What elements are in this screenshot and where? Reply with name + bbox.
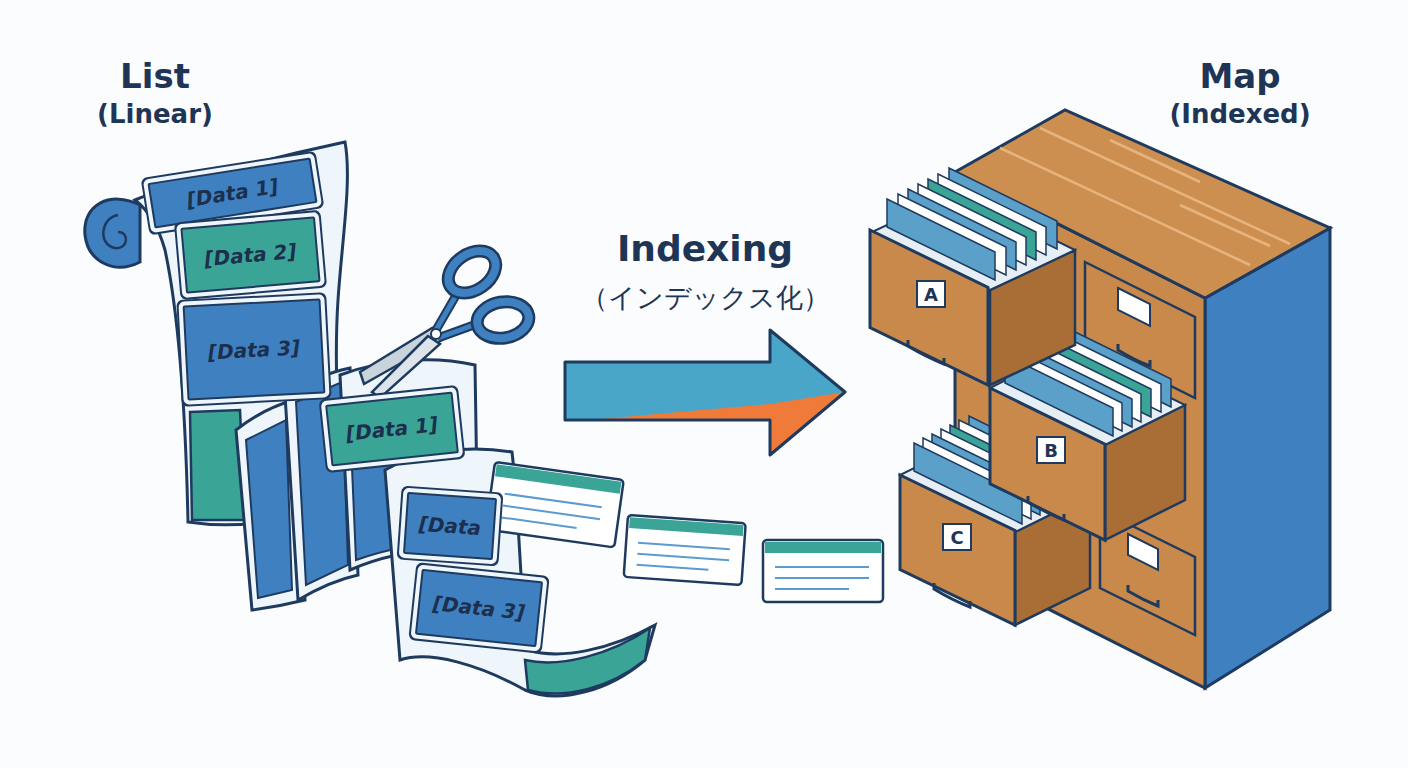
scissors-part	[372, 336, 440, 398]
scissors-part	[440, 242, 503, 301]
drawer-handle	[1028, 496, 1064, 520]
index-cards-part	[763, 540, 883, 602]
drawer-front: B	[990, 388, 1105, 540]
arrow-outline	[565, 330, 845, 455]
cut-strips-part	[525, 628, 650, 693]
drawer-face	[870, 230, 988, 385]
subheading-text: (Linear)	[70, 97, 240, 131]
data-text: [Data 3]	[432, 591, 526, 625]
drawer-handle	[934, 583, 970, 607]
subheading-text: (Indexed)	[1140, 97, 1340, 131]
scissors-part	[474, 298, 531, 342]
scissors	[360, 242, 532, 398]
arrow-body	[565, 330, 845, 455]
cut-strips	[236, 360, 655, 696]
filing-cabinet-part	[1128, 534, 1158, 570]
index-cards-part-part	[629, 517, 743, 536]
scissors-part	[440, 242, 503, 301]
drawer-front: A	[870, 230, 988, 385]
drawer-face	[990, 388, 1105, 540]
data-text: [Data 2]	[203, 239, 297, 271]
filing-cabinet-part	[1118, 288, 1150, 326]
drawer-label: C	[942, 523, 972, 551]
index-cards-part	[486, 462, 624, 547]
index-cards-part-part	[624, 515, 746, 585]
scroll-paper-part	[190, 410, 245, 520]
data-segment: [Data 3]	[183, 298, 326, 400]
filing-cabinet-part	[1205, 228, 1330, 688]
drawer-label: A	[916, 280, 946, 308]
index-cards-part-part	[775, 567, 869, 589]
data-segment: [Data	[403, 492, 497, 560]
index-cards-part-part	[765, 542, 881, 553]
group-heading: List(Linear)	[70, 55, 240, 131]
drawer-handle	[908, 340, 944, 364]
data-text: [Data	[418, 512, 482, 540]
data-segment: [Data 2]	[180, 216, 320, 294]
scissors-part	[431, 329, 441, 339]
filing-cabinet-part	[1128, 585, 1158, 606]
drawer-label: B	[1036, 436, 1066, 464]
index-cards-part	[624, 515, 746, 585]
index-cards-part-part	[763, 540, 883, 602]
scissors-part	[474, 298, 531, 342]
heading-text: List	[70, 55, 240, 97]
index-cards-part-part	[501, 494, 601, 531]
scroll-paper-part	[103, 215, 126, 248]
index-cards-part-part	[637, 543, 730, 571]
edge-label: Indexing	[555, 228, 855, 269]
index-cards	[486, 462, 883, 602]
data-text: [Data 1]	[345, 412, 439, 446]
index-cards-part-part	[486, 462, 624, 547]
cut-strips-part	[385, 449, 655, 696]
drawer-front: C	[900, 475, 1015, 625]
illustration-group: Map(Indexed)ABC	[845, 55, 1335, 695]
annotation-label: （インデックス化）	[555, 280, 855, 316]
heading-text: Map	[1140, 55, 1340, 97]
group-heading: Map(Indexed)	[1140, 55, 1340, 131]
indexing-arrow	[565, 330, 845, 455]
cut-strips-part	[246, 420, 292, 598]
index-cards-part-part	[495, 464, 621, 493]
scroll-paper-part	[85, 199, 140, 267]
drawer-face	[900, 475, 1015, 625]
data-text: [Data 3]	[207, 335, 300, 364]
drawer-shape	[990, 388, 1105, 540]
data-segment: [Data 3]	[415, 569, 543, 647]
data-text: [Data 1]	[185, 174, 280, 212]
illustration-group: List(Linear)[Data 1][Data 2][Data 3][Dat…	[80, 55, 565, 720]
data-segment: [Data 1]	[325, 391, 459, 466]
arrow-accent	[590, 392, 845, 455]
